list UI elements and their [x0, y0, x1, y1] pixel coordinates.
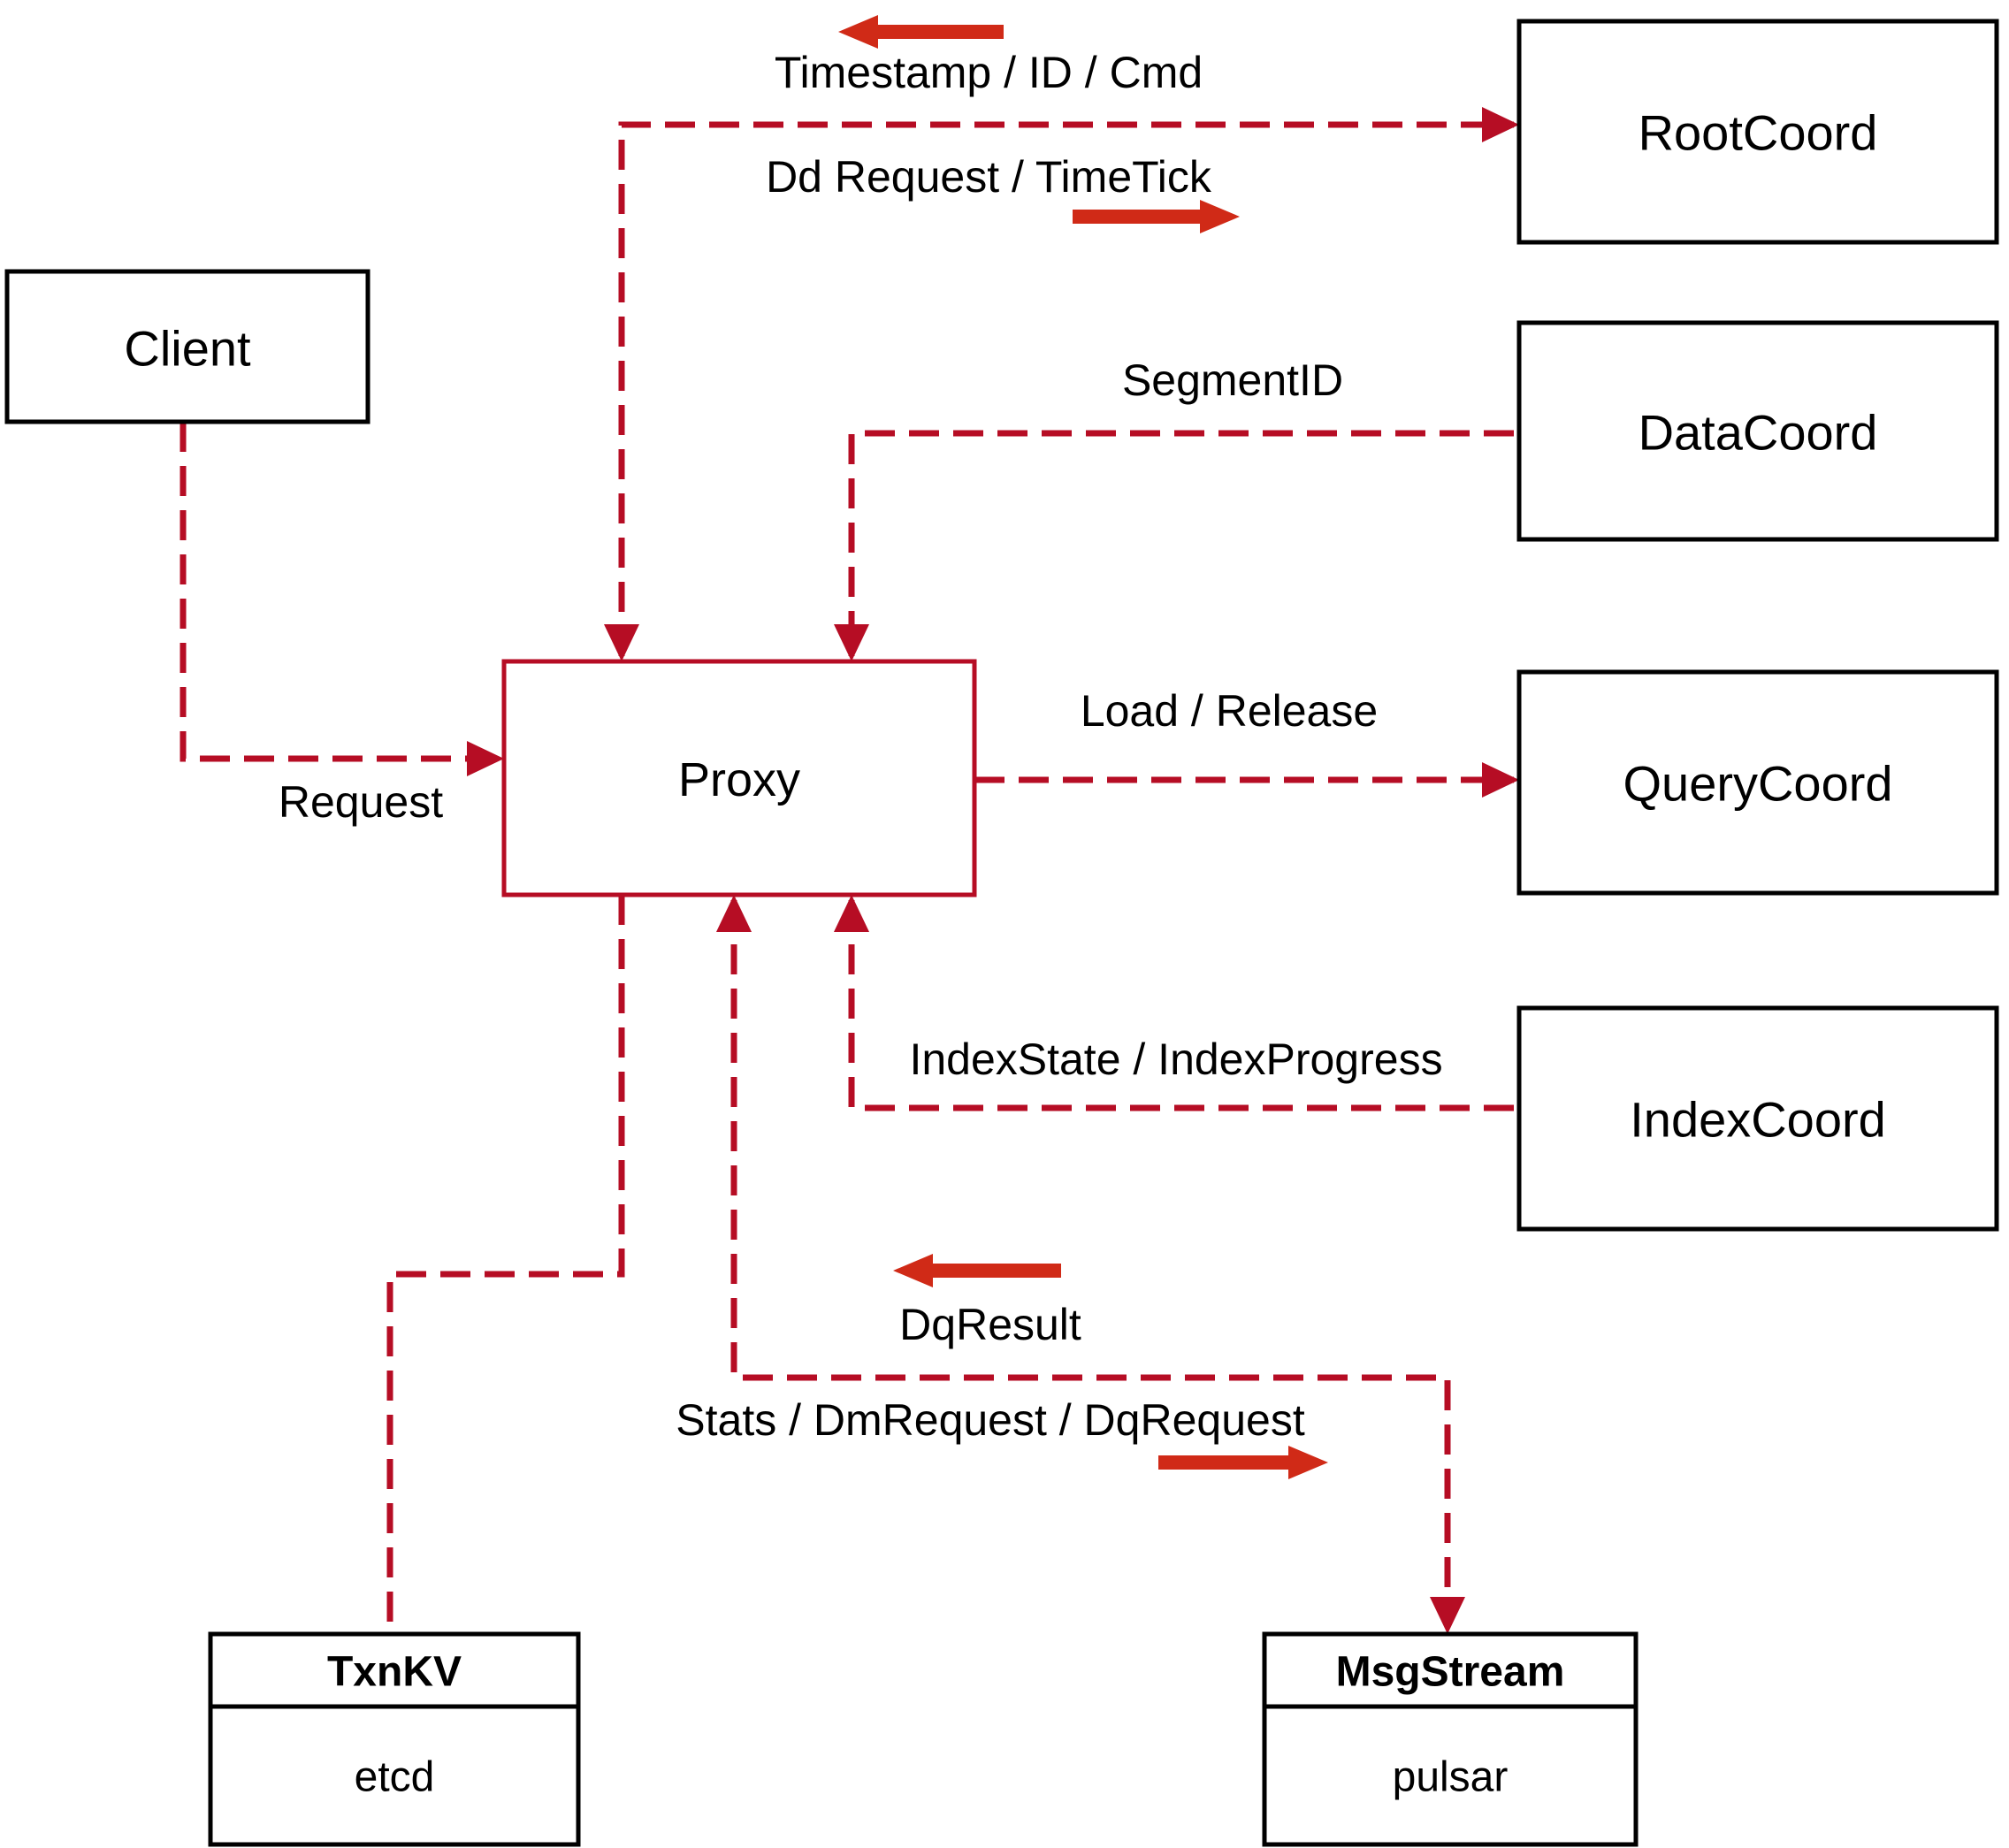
arrowhead-into-proxy-bottom-middle [716, 895, 752, 932]
rootcoord-box [1516, 19, 1999, 245]
msgstream-title: MsgStream [1336, 1649, 1565, 1696]
arrowhead-into-rootcoord [1482, 107, 1519, 142]
indexcoord-box [1516, 1005, 1999, 1232]
arrowhead-into-proxy-top-right [834, 624, 869, 661]
edge-proxy-msgstream [730, 900, 1451, 1627]
edge-client-proxy [180, 422, 497, 762]
left-arrow-icon [838, 15, 1004, 49]
arrowhead-into-msgstream [1430, 1597, 1465, 1634]
node-client: Client [4, 269, 370, 424]
proxy-box [501, 659, 977, 897]
label-stats-dmrequest-dqrequest: Stats / DmRequest / DqRequest [676, 1395, 1305, 1445]
arrowhead-into-proxy-top-left [604, 624, 639, 661]
label-request: Request [279, 777, 443, 827]
rootcoord-label: RootCoord [1639, 105, 1878, 161]
node-txnkv: TxnKV etcd [208, 1631, 581, 1847]
txnkv-title: TxnKV [327, 1649, 462, 1696]
proxy-label: Proxy [678, 753, 800, 806]
left-arrow-icon [893, 1254, 1061, 1287]
edges [180, 107, 1519, 1634]
client-box [4, 269, 370, 424]
arrowhead-into-proxy-bottom-right [834, 895, 869, 932]
edge-labels: Timestamp / ID / Cmd Dd Request / TimeTi… [279, 48, 1443, 1445]
indexcoord-label: IndexCoord [1630, 1092, 1886, 1148]
right-arrow-icon [1158, 1446, 1328, 1479]
label-dq-result: DqResult [899, 1300, 1081, 1349]
edge-proxy-rootcoord [618, 121, 1514, 656]
arrowhead-into-proxy-left [467, 741, 504, 776]
node-rootcoord: RootCoord [1516, 19, 1999, 245]
querycoord-label: QueryCoord [1623, 756, 1892, 812]
txnkv-subtitle: etcd [355, 1754, 435, 1801]
msgstream-box [1262, 1631, 1639, 1847]
direction-arrows [838, 15, 1328, 1479]
label-timestamp-id-cmd: Timestamp / ID / Cmd [775, 48, 1203, 97]
node-datacoord: DataCoord [1516, 320, 1999, 542]
label-load-release: Load / Release [1081, 686, 1378, 736]
client-label: Client [124, 321, 251, 377]
label-index-state-progress: IndexState / IndexProgress [909, 1035, 1442, 1084]
label-dd-request-timetick: Dd Request / TimeTick [766, 152, 1212, 202]
edge-indexcoord-proxy [848, 900, 1514, 1111]
edge-datacoord-proxy [848, 430, 1514, 656]
querycoord-box [1516, 669, 1999, 896]
arrowhead-into-querycoord [1482, 762, 1519, 798]
datacoord-box [1516, 320, 1999, 542]
node-querycoord: QueryCoord [1516, 669, 1999, 896]
edge-proxy-txnkv [386, 895, 625, 1632]
right-arrow-icon [1073, 200, 1240, 233]
msgstream-subtitle: pulsar [1393, 1754, 1509, 1801]
label-segment-id: SegmentID [1122, 355, 1343, 405]
node-proxy: Proxy [501, 659, 977, 897]
datacoord-label: DataCoord [1639, 405, 1878, 461]
node-indexcoord: IndexCoord [1516, 1005, 1999, 1232]
node-msgstream: MsgStream pulsar [1262, 1631, 1639, 1847]
txnkv-box [208, 1631, 581, 1847]
